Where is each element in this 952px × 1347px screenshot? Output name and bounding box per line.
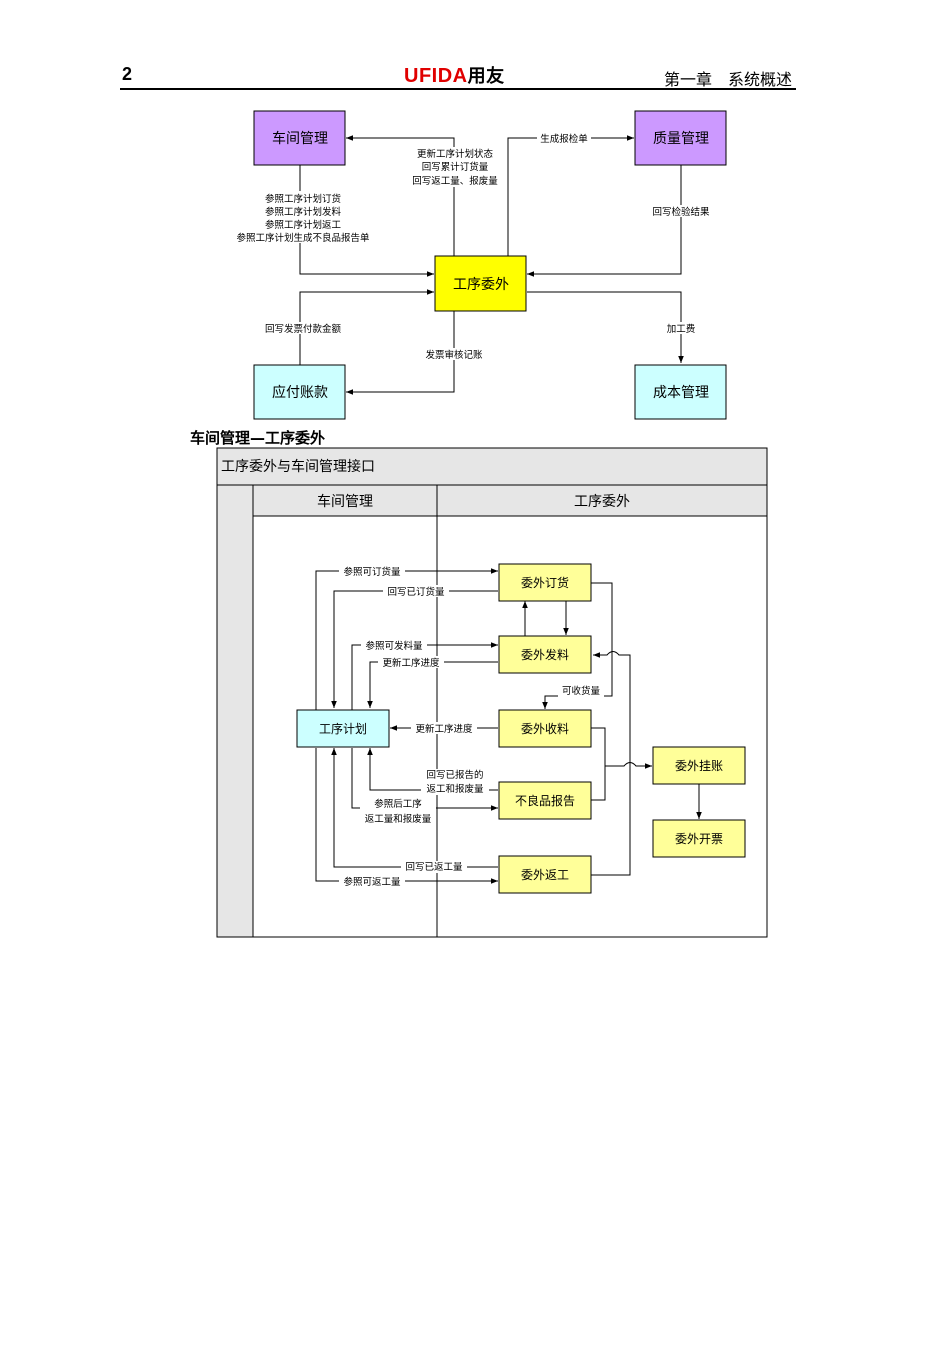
node-quality-box — [634, 110, 727, 166]
swimlane-title-bar — [216, 447, 768, 486]
node-invoice-label: 委外开票 — [675, 832, 723, 846]
edge-processing-fee — [527, 291, 684, 363]
chapter-heading: 第一章系统概述 — [664, 66, 792, 90]
edge-gen-inspection — [507, 135, 634, 256]
swimlane-left-strip — [216, 484, 254, 938]
node-cost: 成本管理 — [634, 364, 727, 420]
node-center: 工序委外 — [434, 255, 527, 312]
edge-rework-to-issue — [591, 651, 631, 876]
label-write-inspection: 回写检验结果 — [652, 206, 710, 218]
label-ref-after-1: 参照后工序 — [374, 798, 422, 810]
node-issue: 委外发料 — [498, 635, 592, 674]
swimlane-frame: 工序委外与车间管理接口 车间管理 工序委外 — [216, 447, 768, 938]
node-order-label: 委外订货 — [521, 575, 569, 590]
node-order-box — [498, 563, 592, 602]
node-quality-label: 质量管理 — [653, 131, 709, 147]
label-gen-inspection: 生成报检单 — [540, 133, 588, 145]
node-issue-box — [498, 635, 592, 674]
node-cost-label: 成本管理 — [653, 385, 709, 401]
node-invoice: 委外开票 — [652, 819, 746, 858]
node-rework: 委外返工 — [498, 855, 592, 894]
label-processing-fee: 加工费 — [667, 323, 696, 335]
node-plan: 工序计划 — [296, 709, 390, 748]
node-defect-label: 不良品报告 — [515, 793, 575, 808]
lane-left-title: 车间管理 — [317, 493, 373, 510]
node-payable: 应付账款 — [253, 364, 346, 420]
edge-ref-orderable — [315, 568, 498, 710]
edge-ref-issuable — [351, 642, 498, 710]
edge-receive-defect-join — [591, 727, 606, 801]
top-labels: 更新工序计划状态 回写累计订货量 回写返工量、报废量 参照工序计划订货 参照工序… — [230, 132, 716, 361]
node-workshop: 车间管理 — [253, 110, 346, 166]
node-rework-box — [498, 855, 592, 894]
edge-update-progress-1 — [367, 661, 498, 708]
swimlane-title: 工序委外与车间管理接口 — [221, 458, 375, 475]
node-cost-box — [634, 364, 727, 420]
edge-invoice-audit — [346, 311, 455, 395]
label-write-ordered: 回写已订货量 — [387, 586, 445, 598]
node-payable-box — [253, 364, 346, 420]
node-charge: 委外挂账 — [652, 746, 746, 785]
label-ref-orderable: 参照可订货量 — [343, 566, 401, 578]
node-issue-label: 委外发料 — [521, 647, 569, 662]
label-update-progress-1: 更新工序进度 — [382, 657, 440, 669]
node-workshop-label: 车间管理 — [272, 130, 328, 147]
label-update-status-2: 回写累计订货量 — [422, 161, 489, 173]
label-ref-reworkable: 参照可返工量 — [343, 876, 401, 888]
node-workshop-box — [253, 110, 346, 166]
edge-to-charge — [605, 762, 652, 769]
node-plan-label: 工序计划 — [319, 721, 367, 736]
edge-write-invoice — [299, 289, 434, 365]
node-rework-label: 委外返工 — [521, 868, 569, 882]
label-write-reported-2: 返工和报废量 — [426, 783, 484, 795]
node-invoice-box — [652, 819, 746, 858]
label-ref-plan-4: 参照工序计划生成不良品报告单 — [236, 232, 370, 244]
label-update-status-3: 回写返工量、报废量 — [412, 175, 498, 187]
page-number: 2 — [122, 64, 133, 84]
label-write-invoice: 回写发票付款金额 — [265, 323, 342, 335]
edge-update-status — [346, 135, 455, 256]
node-plan-box — [296, 709, 390, 748]
edge-ref-reworkable — [315, 748, 498, 884]
node-quality: 质量管理 — [634, 110, 727, 166]
logo-cn: 用友 — [467, 66, 505, 86]
node-receive: 委外收料 — [498, 709, 592, 748]
edge-write-inspection — [527, 165, 682, 277]
label-write-reworked: 回写已返工量 — [405, 861, 463, 873]
label-ref-plan-1: 参照工序计划订货 — [265, 193, 341, 205]
header-rule — [120, 88, 796, 90]
swimlane-labels: 参照可订货量 回写已订货量 参照可发料量 更新工序进度 可收货量 更新工序进度 … — [339, 565, 604, 888]
node-defect: 不良品报告 — [498, 781, 592, 820]
edge-ref-after — [351, 748, 498, 811]
lane-header-left — [252, 484, 438, 517]
node-defect-box — [498, 781, 592, 820]
node-receive-box — [498, 709, 592, 748]
edge-receivable — [542, 582, 613, 709]
lane-right-title: 工序委外 — [574, 494, 630, 510]
label-ref-plan-2: 参照工序计划发料 — [265, 206, 342, 218]
chapter-number: 第一章 — [664, 70, 713, 89]
node-order: 委外订货 — [498, 563, 592, 602]
label-receivable: 可收货量 — [562, 685, 601, 697]
node-payable-label: 应付账款 — [272, 384, 328, 401]
node-center-box — [434, 255, 527, 312]
label-write-reported-1: 回写已报告的 — [426, 769, 483, 781]
label-ref-after-2: 返工量和报废量 — [365, 813, 432, 825]
node-center-label: 工序委外 — [453, 277, 509, 293]
label-invoice-audit: 发票审核记账 — [425, 349, 483, 361]
node-receive-label: 委外收料 — [521, 722, 569, 736]
node-charge-label: 委外挂账 — [675, 759, 723, 773]
label-update-progress-2: 更新工序进度 — [415, 723, 473, 735]
section-title: 车间管理—工序委外 — [190, 429, 326, 447]
label-ref-issuable: 参照可发料量 — [365, 640, 423, 652]
chapter-title: 系统概述 — [728, 70, 793, 89]
label-update-status-1: 更新工序计划状态 — [417, 148, 494, 160]
swimlane-outer — [216, 447, 768, 938]
label-ref-plan-3: 参照工序计划返工 — [265, 219, 342, 231]
logo-brand: UFIDA — [404, 65, 468, 87]
node-charge-box — [652, 746, 746, 785]
ufida-logo: UFIDA用友 — [404, 62, 505, 88]
lane-header-right — [436, 484, 768, 517]
